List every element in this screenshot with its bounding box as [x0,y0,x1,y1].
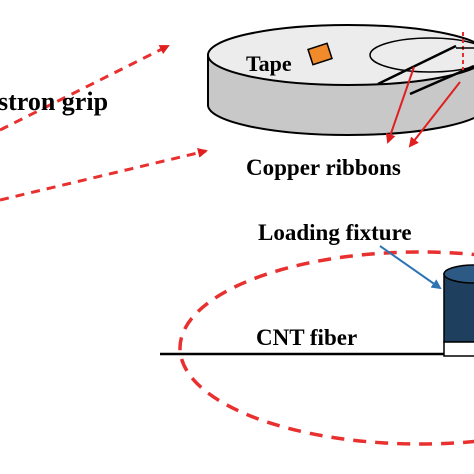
instron-grip-label: stron grip [0,87,108,116]
copper-ribbons-label: Copper ribbons [246,155,401,180]
copper-ribbon-arrow-right [408,81,461,148]
cnt-fiber-label: CNT fiber [256,325,357,350]
sample-disk [207,24,474,136]
dashed-pointer-lower [0,147,208,202]
tape-patch [307,42,333,66]
zoom-region-ellipse [178,250,474,446]
copper-ribbon-right [409,64,474,96]
copper-ribbon-arrow-left [385,66,415,144]
disk-center-ring [369,37,474,73]
loading-fixture [443,264,474,357]
tape-label: Tape [246,51,292,76]
loading-fixture-label: Loading fixture [258,220,412,245]
loading-fixture-arrow [379,245,442,290]
copper-ribbon-left [377,44,457,86]
